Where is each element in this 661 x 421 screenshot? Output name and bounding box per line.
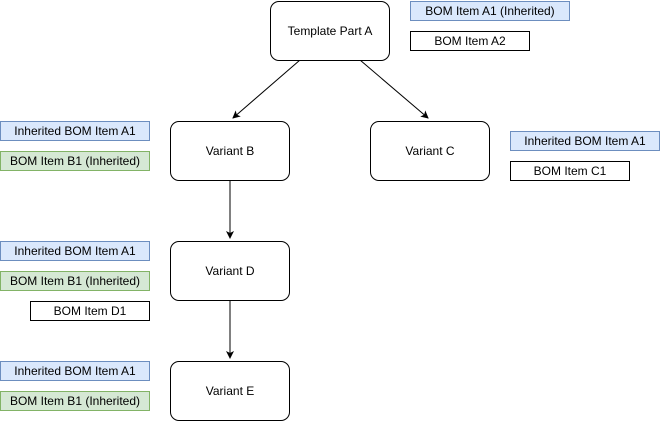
- bom-item-inherited-a1[interactable]: Inherited BOM Item A1: [0, 241, 150, 261]
- bom-item-inherited-a1[interactable]: Inherited BOM Item A1: [0, 361, 150, 381]
- bom-item-b1-inherited[interactable]: BOM Item B1 (Inherited): [0, 271, 150, 291]
- bom-item-a1-inherited[interactable]: BOM Item A1 (Inherited): [410, 1, 570, 21]
- node-variant-b[interactable]: Variant B: [170, 121, 290, 181]
- edge-a-to-c: [359, 59, 429, 119]
- bom-item-a2[interactable]: BOM Item A2: [410, 31, 530, 51]
- bom-item-inherited-a1[interactable]: Inherited BOM Item A1: [510, 131, 660, 151]
- edge-a-to-b: [232, 59, 301, 119]
- node-template-part-a[interactable]: Template Part A: [270, 1, 390, 61]
- bom-item-inherited-a1[interactable]: Inherited BOM Item A1: [0, 121, 150, 141]
- node-variant-c[interactable]: Variant C: [370, 121, 490, 181]
- bom-item-c1[interactable]: BOM Item C1: [510, 161, 630, 181]
- bom-item-d1[interactable]: BOM Item D1: [30, 301, 150, 321]
- node-variant-e[interactable]: Variant E: [170, 361, 290, 421]
- bom-item-b1-inherited[interactable]: BOM Item B1 (Inherited): [0, 391, 150, 411]
- bom-item-b1-inherited[interactable]: BOM Item B1 (Inherited): [0, 151, 150, 171]
- node-variant-d[interactable]: Variant D: [170, 241, 290, 301]
